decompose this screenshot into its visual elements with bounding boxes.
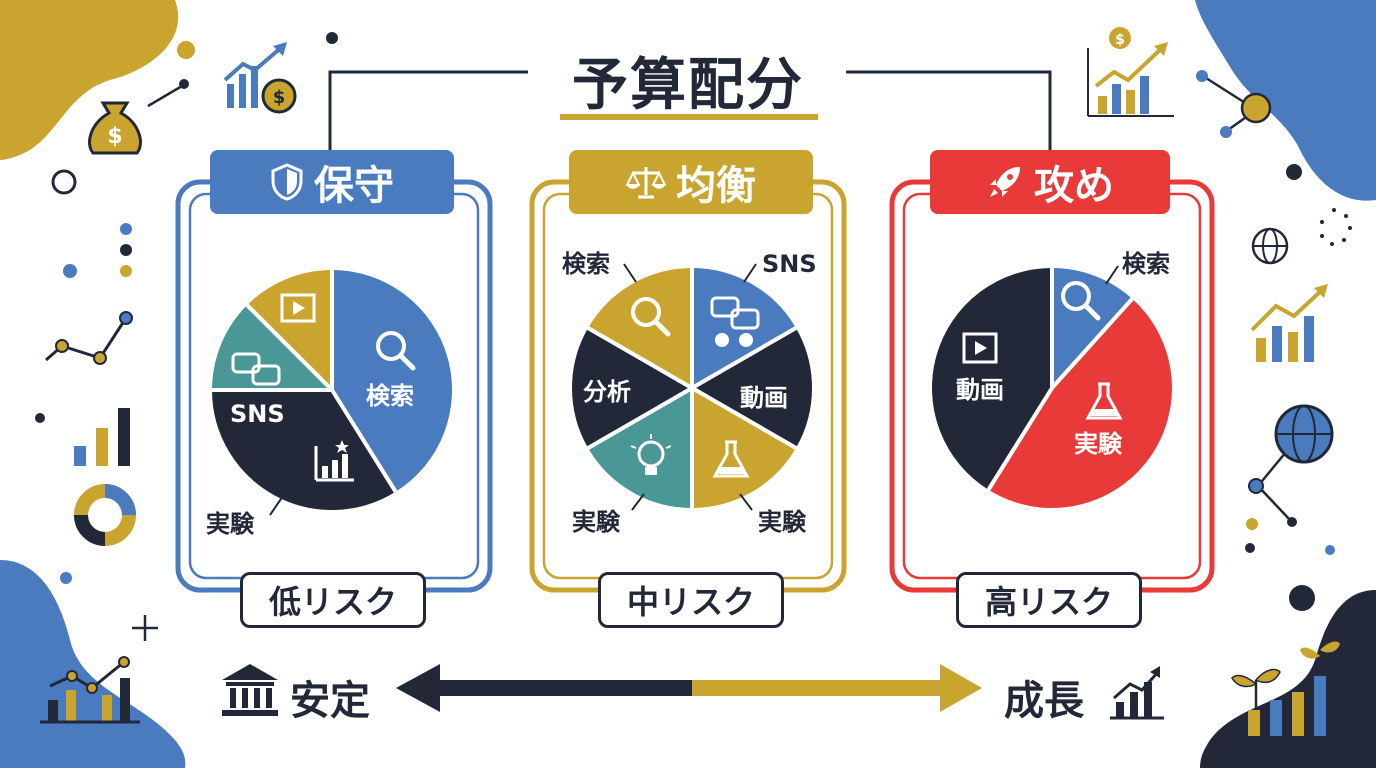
axis-label-stability: 安定: [290, 678, 370, 724]
decor-dot: [1289, 585, 1315, 611]
stability-growth-arrow: [396, 664, 982, 712]
decor-dot: [1286, 164, 1302, 180]
panel-label-conservative: 保守: [210, 150, 454, 214]
decor-dot: [1325, 545, 1335, 555]
svg-text:$: $: [273, 87, 286, 108]
corner-blob-bottom-left: [0, 560, 186, 768]
corner-blob-top-left: [0, 0, 179, 160]
bank-icon: [222, 664, 278, 716]
leader-line: [1105, 265, 1119, 285]
panel-label-balanced: 均衡: [569, 150, 813, 214]
lightbulb-icon: [630, 434, 672, 475]
title-connector-right: [846, 70, 1052, 150]
risk-badge-high: 高リスク: [956, 572, 1142, 628]
plant-growth-decoration: [1231, 641, 1340, 736]
decor-dot: [60, 572, 72, 584]
chart-money-icon: $: [223, 42, 297, 114]
corner-blob-top-right: [1195, 0, 1376, 201]
leader-line: [631, 493, 645, 511]
decor-ring: [51, 169, 77, 195]
svg-text:$: $: [107, 124, 122, 149]
search-icon: [631, 297, 671, 337]
search-icon: [376, 331, 416, 371]
decor-dot: [120, 265, 132, 277]
decor-dot: [1245, 543, 1255, 553]
page-title: 予算配分: [572, 53, 804, 118]
decor-dot: [35, 413, 45, 423]
pie-slice: [1050, 264, 1136, 390]
chat-bubbles-icon: [710, 296, 760, 347]
flask-icon: [712, 440, 750, 478]
plus-decoration: [132, 615, 158, 641]
pie-slice: [928, 264, 1054, 494]
leader-line: [743, 263, 757, 283]
slice-label: SNS: [230, 400, 285, 428]
leader-line: [623, 263, 637, 283]
slice-label: 実験: [1074, 430, 1122, 458]
decor-dot: [120, 244, 132, 256]
panel-name: 攻め: [1034, 163, 1114, 209]
shield-icon: [271, 163, 303, 201]
slice-label: 実験: [758, 508, 806, 536]
pie-slice: [567, 325, 694, 451]
slice-label: SNS: [762, 250, 817, 278]
corner-blob-bottom-right: [1200, 590, 1376, 768]
growth-chart-decoration: [1250, 284, 1328, 362]
pie-slice: [243, 266, 334, 392]
pie-slice: [584, 264, 694, 390]
axis-label-growth: 成長: [1004, 678, 1084, 724]
chart-star-icon: [314, 440, 354, 482]
bar-chart-icon: [1110, 666, 1164, 720]
decor-dot: [120, 223, 132, 235]
svg-text:$: $: [1115, 32, 1125, 48]
pie-slice: [690, 386, 800, 512]
money-bag-icon: $: [88, 101, 142, 155]
donut-chart-decoration: [74, 484, 136, 546]
network-decoration: [1196, 70, 1272, 138]
risk-badge-medium: 中リスク: [598, 572, 784, 628]
pie-slice: [690, 325, 817, 451]
leader-line: [739, 493, 753, 511]
pie-chart-aggressive: [928, 264, 1176, 512]
bar-chart-decoration: [74, 408, 130, 466]
decor-dot: [63, 264, 77, 278]
globe-icon: [1251, 227, 1289, 265]
panel-label-aggressive: 攻め: [930, 150, 1170, 214]
slice-label: 検索: [366, 382, 414, 410]
risk-badge-low: 低リスク: [240, 572, 426, 628]
pie-slice: [208, 301, 334, 392]
dotted-circle-decoration: [1320, 208, 1352, 246]
leader-line: [269, 495, 284, 516]
chat-bubbles-icon: [231, 352, 281, 386]
slice-label: 動画: [740, 384, 788, 412]
rocket-icon: [990, 167, 1020, 197]
decor-dot: [326, 32, 338, 44]
slice-label: 実験: [572, 508, 620, 536]
slice-label: 動画: [956, 376, 1004, 404]
pie-chart-conservative: [208, 266, 456, 514]
slice-label: 検索: [1122, 250, 1170, 278]
bottom-left-chart-decoration: [40, 656, 140, 724]
line-graph-decoration: [45, 311, 133, 365]
flask-icon: [1085, 382, 1123, 420]
globe-network-decoration: [1248, 404, 1334, 527]
decor-dot: [1246, 518, 1258, 530]
chart-money-icon: $: [1087, 27, 1174, 117]
slice-label: 検索: [562, 250, 610, 278]
search-icon: [1061, 281, 1101, 321]
slice-label: 分析: [583, 378, 631, 406]
title-connector-left: [328, 70, 528, 150]
network-decoration: [147, 41, 195, 108]
video-icon: [962, 332, 998, 364]
slice-label: 実験: [206, 510, 254, 538]
video-icon: [280, 293, 316, 323]
scale-icon: [626, 167, 666, 199]
panel-name: 均衡: [676, 163, 756, 209]
pie-slice: [985, 295, 1176, 512]
panel-name: 保守: [314, 163, 394, 209]
